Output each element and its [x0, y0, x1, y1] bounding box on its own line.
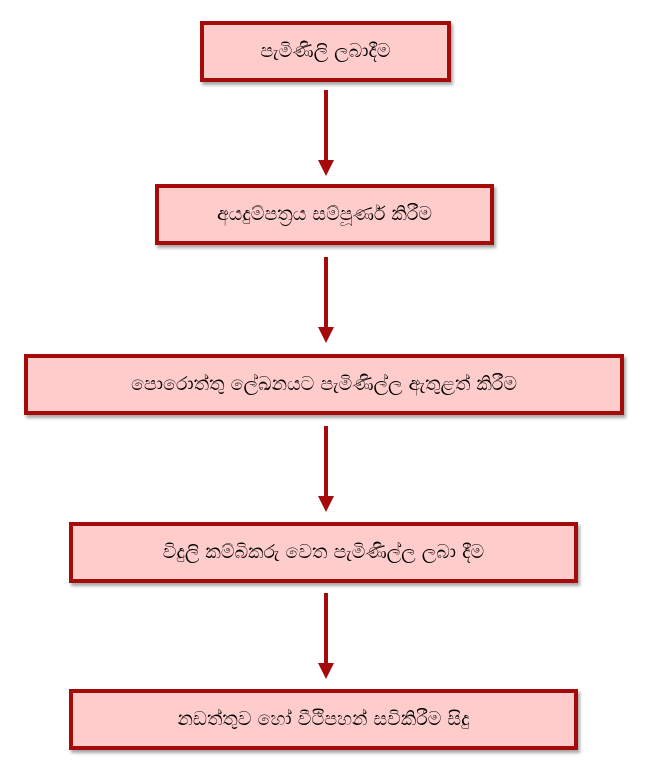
arrow-down-icon: [318, 90, 334, 176]
flow-step-5: නඩත්තුව හෝ වීථිපහන් සවිකිරීම සිදු: [69, 689, 578, 750]
arrow-down-icon: [318, 257, 334, 343]
flow-arrow-3: [316, 426, 336, 512]
flow-step-2-label: අයදුම්පත්‍රය සම්පූර්ණ කිරීම: [216, 203, 433, 225]
flow-step-3-label: පොරොත්තු ලේඛනයට පැමිණිල්ල ඇතුළත් කිරීම: [130, 373, 518, 395]
flow-step-1-label: පැමිණිලි ලබාදීම: [260, 40, 391, 62]
arrow-down-icon: [318, 593, 334, 679]
flow-step-2: අයදුම්පත්‍රය සම්පූර්ණ කිරීම: [155, 184, 494, 245]
arrow-down-icon: [318, 426, 334, 512]
flow-step-4: විදුලි කම්බිකරු වෙත පැමිණිල්ල ලබා දීම: [69, 522, 578, 583]
flow-step-4-label: විදුලි කම්බිකරු වෙත පැමිණිල්ල ලබා දීම: [162, 541, 485, 563]
flow-arrow-4: [316, 593, 336, 679]
flow-step-1: පැමිණිලි ලබාදීම: [200, 21, 451, 82]
flow-step-3: පොරොත්තු ලේඛනයට පැමිණිල්ල ඇතුළත් කිරීම: [24, 354, 624, 415]
flow-arrow-2: [316, 257, 336, 343]
flow-step-5-label: නඩත්තුව හෝ වීථිපහන් සවිකිරීම සිදු: [177, 708, 470, 730]
flow-arrow-1: [316, 90, 336, 176]
